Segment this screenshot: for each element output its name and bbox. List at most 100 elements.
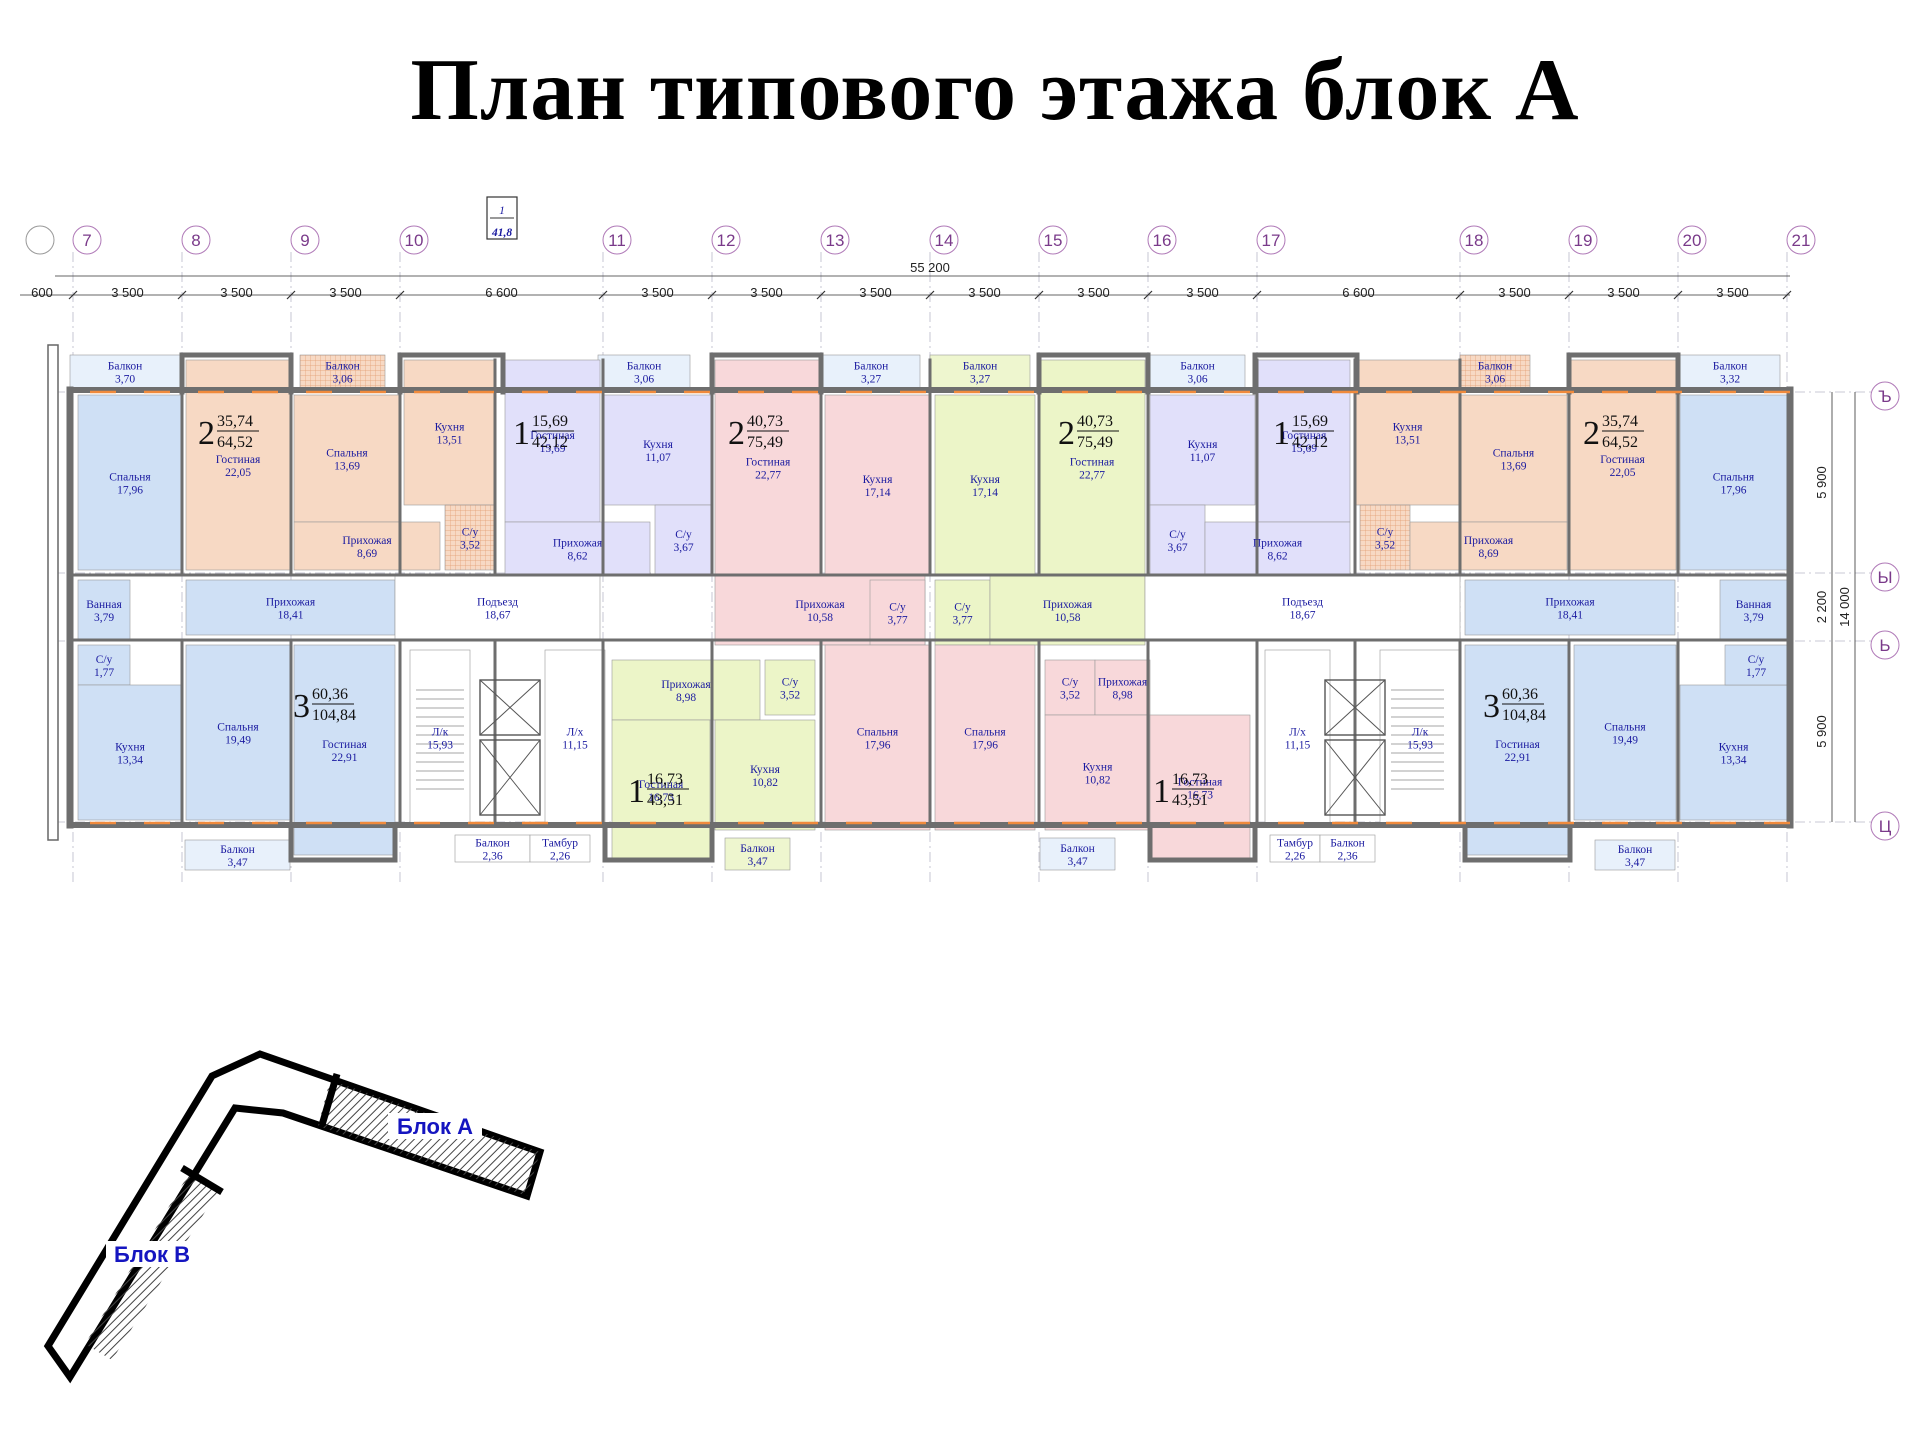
- room-name: Спальня: [1713, 472, 1755, 484]
- room-area: 8,98: [1112, 690, 1132, 702]
- apartment-total-area: 104,84: [1502, 707, 1546, 724]
- room-area: 18,67: [1290, 610, 1316, 622]
- room-name: Балкон: [1713, 361, 1747, 373]
- room-name: Балкон: [108, 361, 142, 373]
- block-b-label: Блок В: [114, 1242, 190, 1267]
- room-66: [529, 834, 591, 863]
- room-46: [409, 649, 471, 826]
- room-48: [611, 659, 761, 721]
- room-area: 2,36: [1337, 851, 1357, 863]
- axis-marker-12: [711, 225, 741, 255]
- room-5: [1149, 354, 1246, 389]
- lift-shaft: [479, 679, 541, 736]
- room-name: С/у: [889, 602, 906, 614]
- axis-label-20: 20: [1683, 231, 1702, 250]
- apartment-rooms: 2: [1058, 415, 1075, 452]
- dim-span: 3 500: [750, 285, 783, 300]
- room-area: 16,73: [648, 792, 674, 804]
- room-area: 18,67: [485, 610, 511, 622]
- room-name: Спальня: [1604, 722, 1646, 734]
- room-area: 15,93: [427, 740, 453, 752]
- dim-span: 3 500: [1186, 285, 1219, 300]
- room-area: 13,34: [117, 755, 143, 767]
- room-area: 3,70: [115, 374, 135, 386]
- page-title: План типового этажа блок А: [410, 42, 1580, 139]
- room-63: [1724, 644, 1788, 686]
- room-3: [821, 354, 921, 389]
- lift-cross: [1324, 739, 1386, 816]
- room-8: [77, 394, 183, 571]
- marker-area: 41,8: [491, 227, 512, 239]
- room-area: 22,05: [1610, 467, 1636, 479]
- room-70: [1319, 834, 1376, 863]
- room-area: 11,15: [562, 740, 588, 752]
- dim-span: 3 500: [859, 285, 892, 300]
- axis-label-12: 12: [717, 231, 736, 250]
- room-area: 3,79: [94, 612, 114, 624]
- room-area: 17,14: [972, 487, 998, 499]
- room-name: Гостиная: [1282, 430, 1327, 442]
- lift-shaft: [1324, 679, 1386, 736]
- room-area: 22,77: [1079, 470, 1105, 482]
- lift-shaft: [479, 739, 541, 816]
- room-55: [1094, 659, 1151, 716]
- dim-tick: [286, 290, 296, 300]
- dim-tick: [1455, 290, 1465, 300]
- room-name: Кухня: [643, 439, 673, 451]
- axis-marker-15: [1038, 225, 1068, 255]
- room-name: Кухня: [750, 764, 780, 776]
- apartment-living-area: 35,74: [1602, 413, 1638, 430]
- room-area: 3,32: [1720, 374, 1740, 386]
- rooms-layer: [69, 354, 1788, 871]
- room-4: [929, 354, 1031, 389]
- room-38: [989, 574, 1146, 646]
- room-57: [1149, 714, 1251, 861]
- apartment-total-area: 64,52: [1602, 434, 1638, 451]
- axis-label-10: 10: [405, 231, 424, 250]
- room-50: [611, 719, 711, 861]
- room-name: Прихожая: [795, 599, 845, 611]
- axis-label-8: 8: [191, 231, 200, 250]
- room-area: 10,58: [1055, 612, 1081, 624]
- apartment-total-area: 75,49: [747, 434, 783, 451]
- dim-tick: [816, 290, 826, 300]
- room-area: 8,62: [567, 551, 587, 563]
- axis-label-18: 18: [1465, 231, 1484, 250]
- apartment-total-area: 75,49: [1077, 434, 1113, 451]
- dim-span: 3 500: [968, 285, 1001, 300]
- key-plan-divider: [180, 1164, 224, 1196]
- room-name: Прихожая: [1253, 538, 1303, 550]
- room-area: 15,93: [1407, 740, 1433, 752]
- room-name: Гостиная: [746, 457, 791, 469]
- axis-label-16: 16: [1153, 231, 1172, 250]
- room-13: [444, 504, 496, 571]
- room-name: Тамбур: [1277, 838, 1313, 850]
- room-name: Прихожая: [1464, 535, 1514, 547]
- room-area: 1,77: [1746, 667, 1766, 679]
- room-27: [1359, 504, 1411, 571]
- room-29: [1409, 521, 1568, 571]
- room-name: Л/к: [432, 727, 449, 739]
- apartment-total-area: 42,12: [1292, 434, 1328, 451]
- room-61: [1573, 644, 1677, 821]
- axis-label-9: 9: [300, 231, 309, 250]
- room-name: Балкон: [325, 361, 359, 373]
- apartment-living-area: 40,73: [1077, 413, 1113, 430]
- room-71: [1594, 839, 1676, 871]
- axis-label-14: 14: [935, 231, 954, 250]
- room-59: [1379, 649, 1461, 826]
- room-area: 3,77: [887, 615, 907, 627]
- room-37: [934, 579, 991, 646]
- room-name: Балкон: [1330, 838, 1364, 850]
- room-area: 3,47: [747, 856, 767, 868]
- room-name: Прихожая: [1098, 677, 1148, 689]
- apartment-living-area: 15,69: [1292, 413, 1328, 430]
- label-bg: [388, 1113, 482, 1139]
- room-labels: Балкон3,70Балкон3,06Балкон3,06Балкон3,27…: [86, 361, 1772, 870]
- room-2: [597, 354, 691, 389]
- walls-layer: [47, 344, 1794, 863]
- room-area: 3,06: [1485, 374, 1505, 386]
- room-area: 16,73: [1187, 790, 1213, 802]
- room-64: [184, 839, 291, 871]
